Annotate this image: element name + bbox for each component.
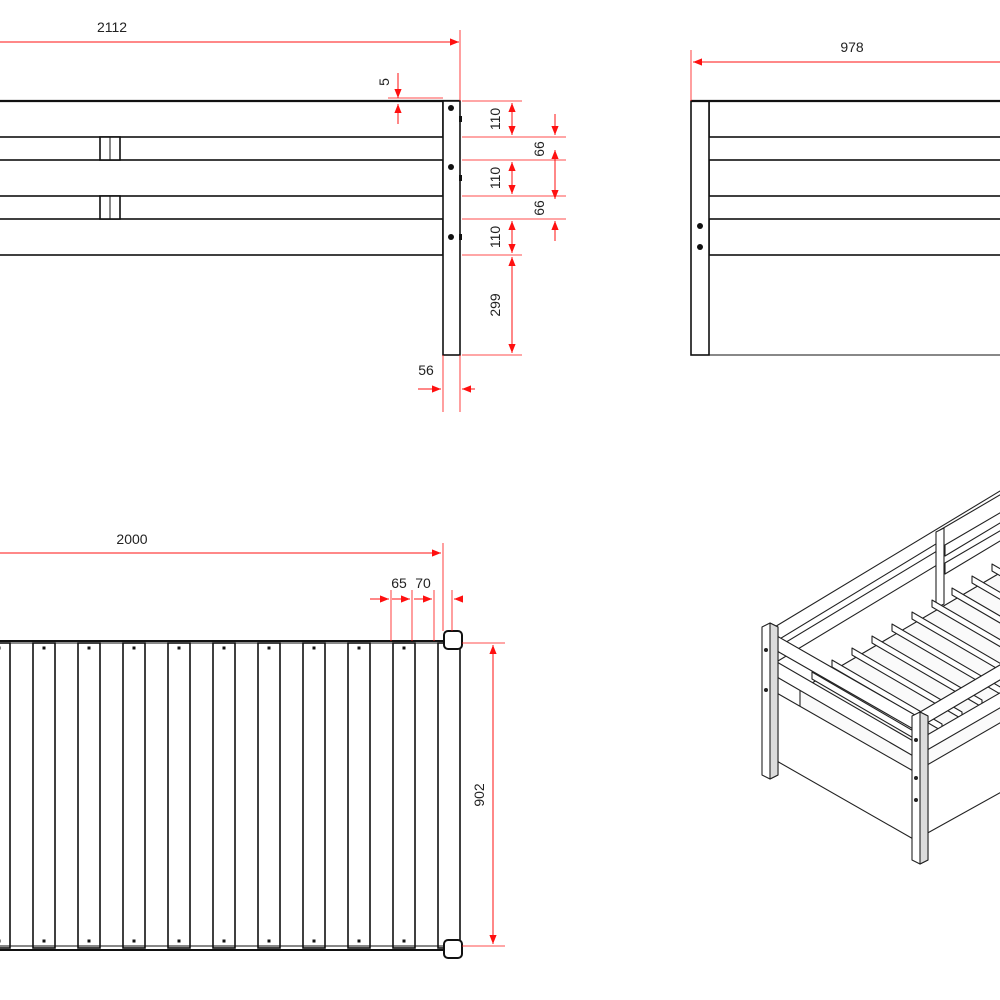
slat — [0, 642, 11, 949]
bolt-icon — [448, 164, 454, 170]
dim-rail-height-2: 110 — [487, 167, 503, 190]
dim-post-width: 56 — [418, 362, 434, 378]
side-view: 2112 5 110 110 110 299 66 66 — [0, 19, 566, 412]
bolt-icon — [448, 234, 454, 240]
dim-gap-2: 66 — [531, 200, 547, 216]
dim-inner-width: 902 — [471, 783, 487, 807]
dim-slat-gap: 70 — [415, 575, 431, 591]
dim-slat-width: 65 — [391, 575, 407, 591]
iso-slat — [931, 599, 1000, 648]
top-view: 2000 65 70 902 — [0, 531, 505, 959]
slat — [77, 642, 101, 949]
slat — [347, 642, 371, 949]
slat — [32, 642, 56, 949]
dim-side-length: 2112 — [97, 19, 127, 35]
end-rail-top — [708, 100, 1000, 138]
end-rail-middle — [708, 159, 1000, 197]
slat — [122, 642, 146, 949]
side-rail-bottom — [0, 218, 444, 256]
isometric-view — [761, 490, 1000, 865]
iso-slat — [951, 587, 1000, 624]
dim-rail-height-1: 110 — [487, 108, 503, 131]
dim-end-width: 978 — [840, 39, 864, 55]
iso-slat — [971, 575, 1000, 600]
slat — [257, 642, 281, 949]
side-rail-middle — [0, 159, 444, 197]
side-rail-top — [0, 100, 444, 138]
iso-slat — [891, 623, 1000, 695]
slat — [167, 642, 191, 949]
slats-group — [0, 642, 461, 949]
slat — [302, 642, 326, 949]
iso-slat — [911, 611, 1000, 671]
corner-post — [442, 100, 461, 356]
slat — [437, 642, 461, 949]
vertical-dim-chain: 110 110 110 299 66 66 — [462, 100, 566, 356]
bolt-icon — [697, 244, 703, 250]
bolt-icon — [448, 105, 454, 111]
dim-gap-1: 66 — [531, 141, 547, 157]
dim-leg-below: 299 — [487, 293, 503, 317]
end-view: 978 — [690, 39, 1000, 356]
dim-top-offset: 5 — [376, 78, 392, 86]
slat — [212, 642, 236, 949]
post-cap — [443, 939, 463, 959]
slat — [392, 642, 416, 949]
dim-top-length: 2000 — [116, 531, 147, 547]
dim-rail-height-3: 110 — [487, 226, 503, 249]
post-cap — [443, 630, 463, 650]
iso-slat — [991, 563, 1000, 577]
bolt-icon — [697, 223, 703, 229]
end-rail-bottom — [708, 218, 1000, 256]
